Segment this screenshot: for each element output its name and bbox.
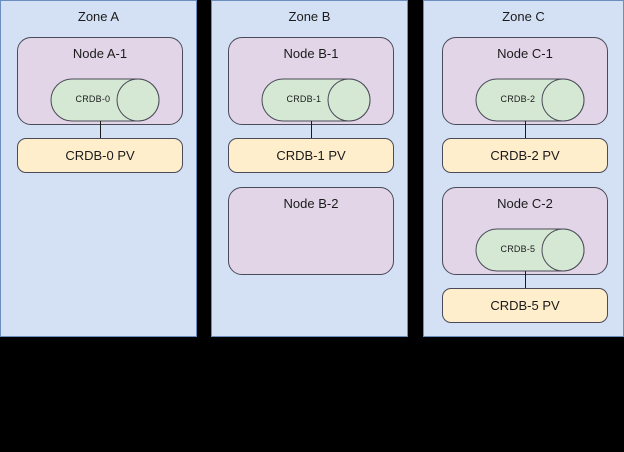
pod-crdb-1[interactable]: CRDB-1	[261, 78, 371, 122]
cylinder-icon	[475, 78, 585, 122]
pod-crdb-5[interactable]: CRDB-5	[475, 228, 585, 272]
pod-crdb-0[interactable]: CRDB-0	[50, 78, 160, 122]
zone-a-container[interactable]: Zone A Node A-1 CRDB-0 CRDB-0 PV	[0, 0, 197, 337]
node-a-1-title: Node A-1	[72, 46, 128, 61]
pod-crdb-1-label: CRDB-1	[286, 94, 322, 104]
zone-c-container[interactable]: Zone C Node C-1 CRDB-2 CRDB-2 PV Node C-…	[423, 0, 624, 337]
node-c-2-title: Node C-2	[497, 196, 553, 211]
pv-crdb-5[interactable]: CRDB-5 PV	[442, 288, 608, 323]
node-b-2-container[interactable]: Node B-2	[228, 187, 394, 275]
node-b-2-title: Node B-2	[283, 196, 339, 211]
node-c-2-container[interactable]: Node C-2 CRDB-5	[442, 187, 608, 275]
cylinder-icon	[261, 78, 371, 122]
node-b-1-title: Node B-1	[283, 46, 339, 61]
connector-node-c-2-to-pv	[525, 271, 526, 289]
pod-crdb-0-label: CRDB-0	[75, 94, 111, 104]
pod-crdb-2-label: CRDB-2	[500, 94, 536, 104]
zone-b-container[interactable]: Zone B Node B-1 CRDB-1 CRDB-1 PV Node B-…	[211, 0, 408, 337]
connector-node-c-1-to-pv	[525, 121, 526, 139]
connector-node-b-1-to-pv	[311, 121, 312, 139]
node-a-1-container[interactable]: Node A-1 CRDB-0	[17, 37, 183, 125]
pv-crdb-1[interactable]: CRDB-1 PV	[228, 138, 394, 173]
node-c-1-title: Node C-1	[497, 46, 553, 61]
connector-node-a-1-to-pv	[100, 121, 101, 139]
zone-b-title: Zone B	[288, 9, 331, 24]
zone-a-title: Zone A	[77, 9, 120, 24]
pv-crdb-2[interactable]: CRDB-2 PV	[442, 138, 608, 173]
node-c-1-container[interactable]: Node C-1 CRDB-2	[442, 37, 608, 125]
cylinder-icon	[50, 78, 160, 122]
zone-c-title: Zone C	[502, 9, 545, 24]
pod-crdb-5-label: CRDB-5	[500, 244, 536, 254]
pv-crdb-0[interactable]: CRDB-0 PV	[17, 138, 183, 173]
pod-crdb-2[interactable]: CRDB-2	[475, 78, 585, 122]
node-b-1-container[interactable]: Node B-1 CRDB-1	[228, 37, 394, 125]
cylinder-icon	[475, 228, 585, 272]
